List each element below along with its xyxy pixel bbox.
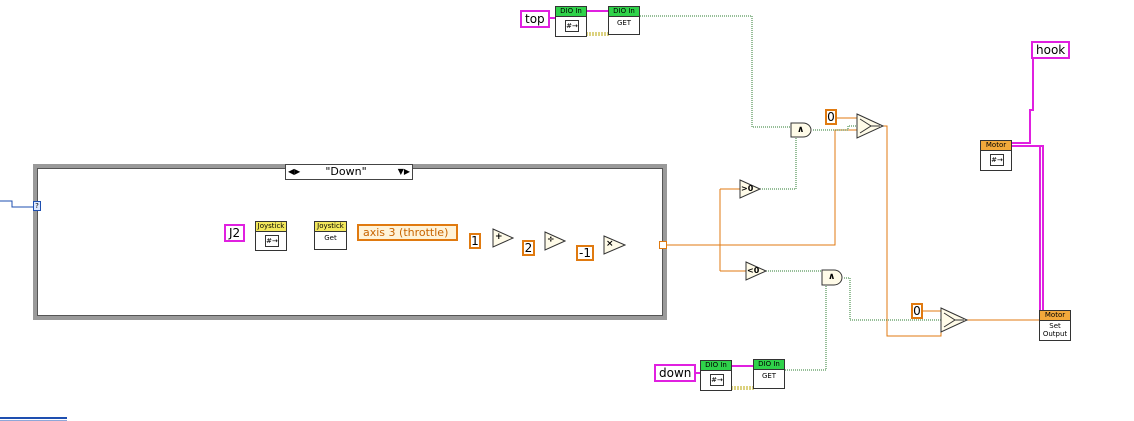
- multiply-constant[interactable]: -1: [576, 245, 594, 261]
- refnum-icon: #→: [565, 20, 579, 32]
- select-bottom-node[interactable]: [940, 307, 968, 333]
- dio-in-get-label: GET: [616, 19, 632, 27]
- dio-in-ref-header: DIO In: [701, 361, 731, 371]
- joystick-get[interactable]: Joystick Get: [314, 221, 347, 250]
- select-top-constant[interactable]: 0: [825, 109, 837, 125]
- dio-in-get-header: DIO In: [609, 7, 639, 17]
- add-node[interactable]: +: [492, 228, 514, 248]
- joystick-ref-header: Joystick: [256, 222, 286, 232]
- joystick-ref[interactable]: Joystick #→: [255, 221, 287, 251]
- wire-down-dio: [785, 285, 827, 371]
- motor-ref-header: Motor: [981, 141, 1011, 151]
- wire-hook-motor: [1012, 57, 1034, 144]
- and-bottom-node[interactable]: ∧: [821, 269, 845, 286]
- wire-left-blue: [0, 200, 34, 208]
- select-bottom-constant[interactable]: 0: [911, 303, 923, 319]
- motor-set-output-label-1: Set: [1049, 322, 1061, 330]
- select-top-node[interactable]: [856, 113, 884, 139]
- dio-in-get-header: DIO In: [754, 360, 784, 370]
- decrement-icon[interactable]: ◀▶: [288, 167, 301, 176]
- add-constant[interactable]: 1: [469, 233, 481, 249]
- motor-set-output-header: Motor: [1040, 311, 1070, 321]
- motor-ref[interactable]: Motor #→: [980, 140, 1012, 171]
- dropdown-icon[interactable]: ▼▶: [397, 167, 410, 176]
- case-selector[interactable]: ◀▶ "Down" ▼▶: [285, 164, 413, 180]
- refnum-icon: #→: [710, 374, 724, 386]
- hook-control[interactable]: hook: [1031, 41, 1071, 59]
- dio-in-get-down[interactable]: DIO In GET: [753, 359, 785, 389]
- dio-in-ref-down[interactable]: DIO In #→: [700, 360, 732, 391]
- wire-top-dio: [638, 15, 791, 128]
- motor-set-output[interactable]: Motor Set Output: [1039, 310, 1071, 341]
- divide-symbol: ÷: [547, 235, 555, 245]
- and-bottom-symbol: ∧: [828, 272, 836, 282]
- refnum-icon: #→: [265, 235, 279, 247]
- multiply-symbol: ×: [606, 239, 614, 249]
- refnum-icon: #→: [990, 154, 1004, 166]
- motor-set-output-label-2: Output: [1042, 330, 1068, 338]
- and-top-symbol: ∧: [797, 125, 805, 135]
- top-control[interactable]: top: [520, 10, 550, 28]
- dio-in-get-top[interactable]: DIO In GET: [608, 6, 640, 35]
- case-selector-terminal[interactable]: ?: [33, 201, 41, 211]
- less-than-zero-node[interactable]: <0: [745, 261, 767, 281]
- wire-and-bottom-select: [844, 277, 941, 321]
- wire-and-top-select: [813, 125, 857, 131]
- gt0-symbol: >0: [741, 184, 754, 193]
- dio-in-ref-top[interactable]: DIO In #→: [555, 6, 587, 37]
- case-structure-body: [37, 168, 663, 316]
- dio-in-get-label: GET: [761, 372, 777, 380]
- and-top-node[interactable]: ∧: [790, 122, 814, 138]
- joystick-ref-control[interactable]: J2: [224, 224, 246, 242]
- lt0-symbol: <0: [747, 266, 760, 275]
- joystick-get-header: Joystick: [315, 222, 346, 232]
- wire-gt0-and: [760, 136, 797, 190]
- divide-constant[interactable]: 2: [522, 240, 535, 256]
- axis-constant[interactable]: axis 3 (throttle): [357, 224, 458, 241]
- dio-in-ref-header: DIO In: [556, 7, 586, 17]
- multiply-node[interactable]: ×: [603, 235, 626, 255]
- joystick-get-label: Get: [324, 234, 337, 242]
- down-control[interactable]: down: [654, 364, 697, 382]
- divide-node[interactable]: ÷: [544, 231, 566, 251]
- greater-than-zero-node[interactable]: >0: [739, 179, 761, 199]
- output-tunnel[interactable]: [659, 241, 667, 249]
- add-symbol: +: [495, 232, 503, 242]
- case-selector-label: "Down": [325, 165, 367, 178]
